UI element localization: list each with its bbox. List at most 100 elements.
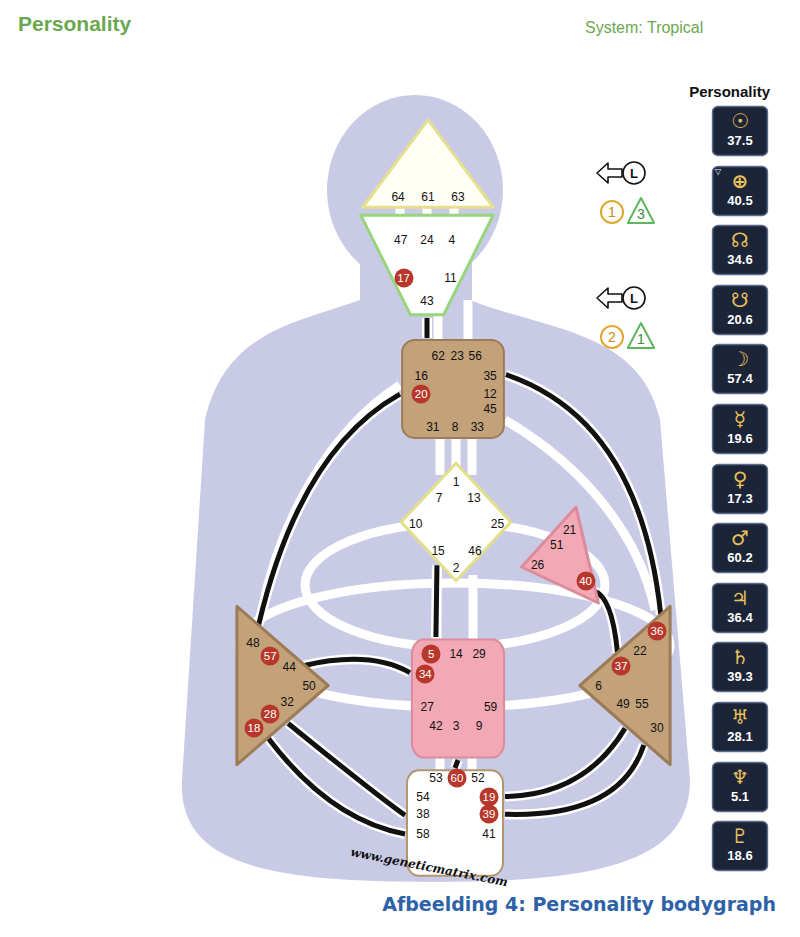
gate-number: 42 — [429, 719, 442, 733]
planet-tile — [713, 464, 768, 513]
channel-ground — [422, 318, 432, 338]
gate-number: 32 — [281, 695, 294, 709]
arrow-symbol — [597, 288, 622, 308]
inactive-channels — [240, 200, 670, 772]
active-gate: 60 — [448, 768, 467, 787]
gate-number: 61 — [421, 190, 434, 204]
gate-line-value: 18.6 — [712, 848, 768, 864]
active-gate: 57 — [261, 646, 280, 665]
active-gate: 39 — [480, 805, 499, 824]
gate-number: 58 — [416, 827, 429, 841]
channel — [427, 318, 428, 338]
gate-number: 33 — [471, 420, 484, 434]
line-letter: L — [630, 291, 638, 306]
gate-number: 6 — [595, 679, 602, 693]
gate-number: 12 — [483, 387, 496, 401]
planet-box: ♅28.1 — [712, 702, 768, 752]
gate-line-value: 28.1 — [712, 729, 768, 745]
gate-number: 62 — [431, 349, 444, 363]
gate-line-value: 17.3 — [712, 491, 768, 507]
center-shape — [237, 606, 328, 764]
system-label: System: Tropical — [585, 19, 703, 37]
planet-box: ♀17.3 — [712, 464, 768, 514]
gate-number: 29 — [472, 647, 485, 661]
active-gate: 36 — [647, 622, 666, 641]
planet-tile — [713, 285, 768, 334]
gate-number: 26 — [531, 558, 544, 572]
retro-marker: ▽ — [715, 167, 721, 176]
channel — [505, 728, 625, 796]
gate-number: 51 — [550, 538, 563, 552]
gate-line-value: 5.1 — [712, 789, 768, 805]
g-center: 1713102515462 — [400, 462, 512, 582]
color-circle: 1 — [600, 200, 624, 224]
channel — [506, 375, 661, 615]
gate-number: 24 — [420, 233, 433, 247]
channel-ground — [455, 760, 458, 768]
planet-symbol: ☽ — [712, 347, 768, 371]
active-gate: 18 — [245, 719, 264, 738]
planet-symbol: ☋ — [712, 288, 768, 312]
color-number: 1 — [608, 204, 616, 220]
ajna-center: 47244171143 — [358, 212, 496, 318]
planet-tile — [713, 643, 768, 692]
planet-box: ♃36.4 — [712, 583, 768, 633]
sacral-center: 514293427594239 — [410, 637, 506, 760]
planet-symbol: ♄ — [712, 645, 768, 669]
center-shape — [401, 463, 511, 581]
planet-tile — [713, 405, 768, 454]
active-channel — [436, 565, 437, 637]
gate-line-value: 37.5 — [712, 133, 768, 149]
tone-number: 3 — [637, 206, 645, 222]
gate-line-value: 34.6 — [712, 252, 768, 268]
planet-tile — [713, 166, 768, 215]
planet-tile — [713, 583, 768, 632]
planet-box: ▽⊕40.5 — [712, 166, 768, 216]
gate-line-value: 39.3 — [712, 669, 768, 685]
planet-box: ♄39.3 — [712, 642, 768, 692]
tone-triangle: 3 — [627, 197, 655, 224]
channel — [436, 565, 437, 637]
planet-symbol: ☿ — [712, 407, 768, 431]
active-gate: 40 — [576, 572, 595, 591]
triangle-outline — [628, 323, 654, 348]
active-gate: 17 — [394, 268, 413, 287]
gate-number: 50 — [302, 679, 315, 693]
gate-number: 1 — [453, 475, 460, 489]
gate-number: 4 — [448, 233, 455, 247]
gate-number: 54 — [416, 790, 429, 804]
planet-box: ☋20.6 — [712, 285, 768, 335]
active-channel — [259, 394, 400, 624]
gate-number: 53 — [429, 771, 442, 785]
gate-number: 30 — [650, 721, 663, 735]
planet-symbol: ♂ — [712, 526, 768, 550]
head-center: 646163 — [360, 118, 496, 210]
active-channel — [506, 375, 661, 615]
channel — [505, 745, 644, 814]
gate-number: 22 — [633, 644, 646, 658]
gate-number: 16 — [415, 369, 428, 383]
planet-tile — [713, 822, 768, 871]
channel — [303, 659, 410, 672]
gate-number: 31 — [426, 420, 439, 434]
active-channel — [303, 659, 410, 672]
figure-caption: Afbeelding 4: Personality bodygraph — [382, 893, 776, 915]
gate-line-value: 57.4 — [712, 371, 768, 387]
channel-ground — [505, 728, 625, 796]
center-shape — [522, 507, 599, 603]
planet-symbol: ♇ — [712, 824, 768, 848]
center-shape — [363, 120, 494, 207]
center-shape — [402, 340, 504, 438]
page-title: Personality — [18, 12, 131, 36]
gate-number: 63 — [451, 190, 464, 204]
center-shape — [412, 639, 504, 757]
channel — [259, 394, 400, 624]
line-letter: L — [630, 166, 638, 181]
tone-triangle: 1 — [627, 322, 655, 349]
planet-box: ☉37.5 — [712, 106, 768, 156]
line-arrow-outline — [595, 285, 647, 311]
torso-silhouette — [182, 300, 690, 882]
planet-tile — [713, 226, 768, 275]
